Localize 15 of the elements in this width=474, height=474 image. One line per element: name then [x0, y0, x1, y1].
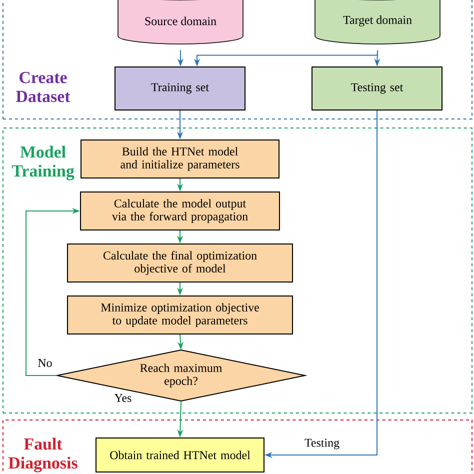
section-heading: Model Training	[12, 146, 74, 180]
process-box: Training set	[114, 66, 246, 110]
section-heading: Create Dataset	[16, 72, 70, 102]
process-box: Obtain trained HTNet model	[96, 438, 264, 472]
process-box: Minimize optimization objective to update model parameters	[67, 296, 293, 334]
process-box: Build the HTNet model and initialize parameters	[80, 140, 280, 178]
edge-label: Yes	[113, 393, 133, 403]
section-heading: Fault Diagnosis	[8, 438, 78, 472]
edge-label: No	[36, 358, 54, 368]
process-box: Testing set	[312, 66, 442, 110]
edge-label: Testing	[304, 438, 341, 450]
database-cylinder: Source domain	[118, 0, 244, 44]
process-box: Calculate the model output via the forward propagation	[80, 192, 280, 230]
database-cylinder: Target domain	[314, 0, 440, 44]
process-box: Calculate the final optimization objective of model	[67, 244, 293, 282]
